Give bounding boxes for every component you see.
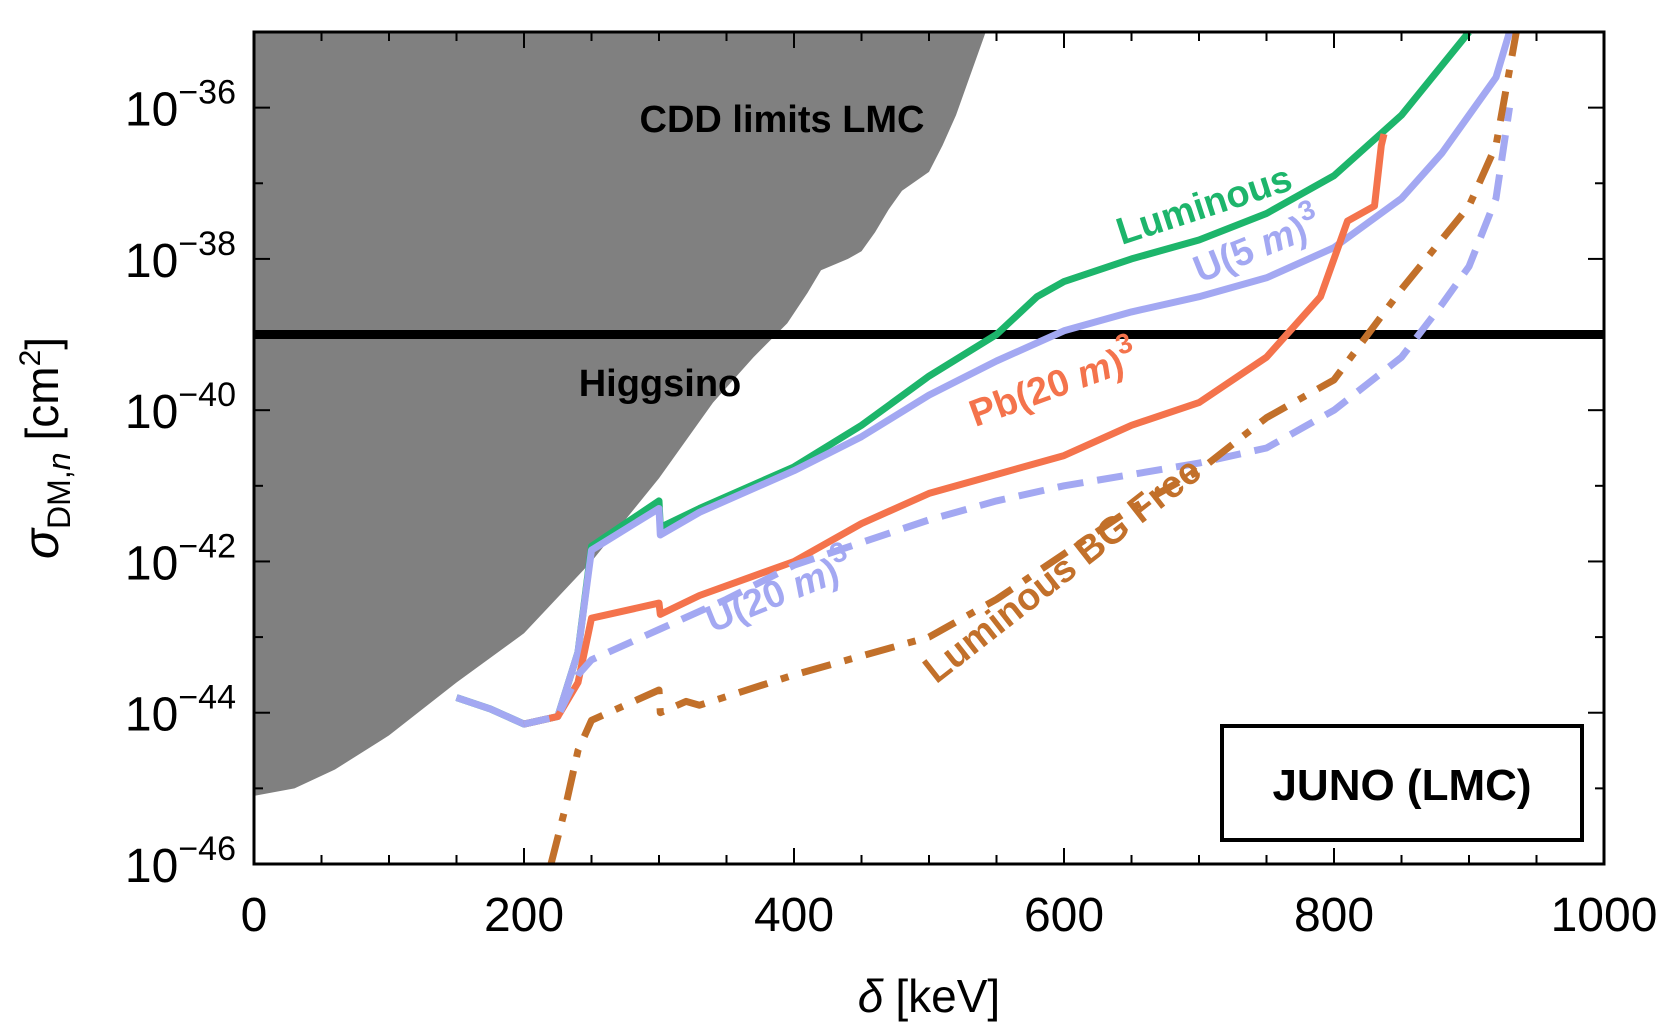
y-axis-symbol: σ: [13, 527, 69, 559]
series-bgfree-line: [547, 32, 1520, 864]
y-tick-label: 10−46: [125, 830, 236, 893]
cdd-region-label: CDD limits LMC: [640, 99, 925, 141]
y-tick-label: 10−44: [125, 679, 236, 742]
ticks-group: [253, 31, 1605, 865]
x-tick-label: 1000: [1551, 889, 1658, 942]
y-axis-unit-sup: 2: [14, 350, 47, 367]
cdd-limits-region: [254, 32, 986, 864]
x-tick-label: 800: [1294, 889, 1374, 942]
y-tick-label: 10−36: [125, 74, 236, 137]
y-tick-label: 10−40: [125, 376, 236, 439]
juno-box: [1220, 724, 1584, 842]
series-pb20-line: [523, 133, 1388, 728]
y-axis-title: σDM,n [cm2]: [13, 337, 77, 559]
x-tick-label: 200: [484, 889, 564, 942]
x-tick-labels: 0 200 400 600 800 1000: [241, 889, 1658, 942]
x-tick-label: 400: [754, 889, 834, 942]
y-tick-labels: 10−36 10−38 10−40 10−42 10−44 10−46: [125, 74, 236, 893]
y-axis-unit-close: ]: [16, 337, 68, 350]
x-axis-symbol: δ: [858, 970, 884, 1022]
y-axis-sub-n: n: [41, 452, 77, 470]
y-tick-label: 10−38: [125, 225, 236, 288]
x-tick-label: 600: [1024, 889, 1104, 942]
series-u20-line: [523, 107, 1513, 728]
x-axis-unit: [keV]: [895, 970, 1000, 1022]
higgsino-label: Higgsino: [579, 363, 742, 405]
x-tick-label: 0: [241, 889, 268, 942]
juno-box-label: JUNO (LMC): [1272, 761, 1531, 810]
y-axis-sub: DM,: [41, 470, 77, 529]
x-axis-title: δ[keV]: [858, 970, 1000, 1022]
y-tick-label: 10−42: [125, 527, 236, 590]
series-u5-line: [455, 32, 1513, 728]
y-axis-unit: [cm: [16, 366, 68, 440]
series-group: [455, 32, 1520, 864]
